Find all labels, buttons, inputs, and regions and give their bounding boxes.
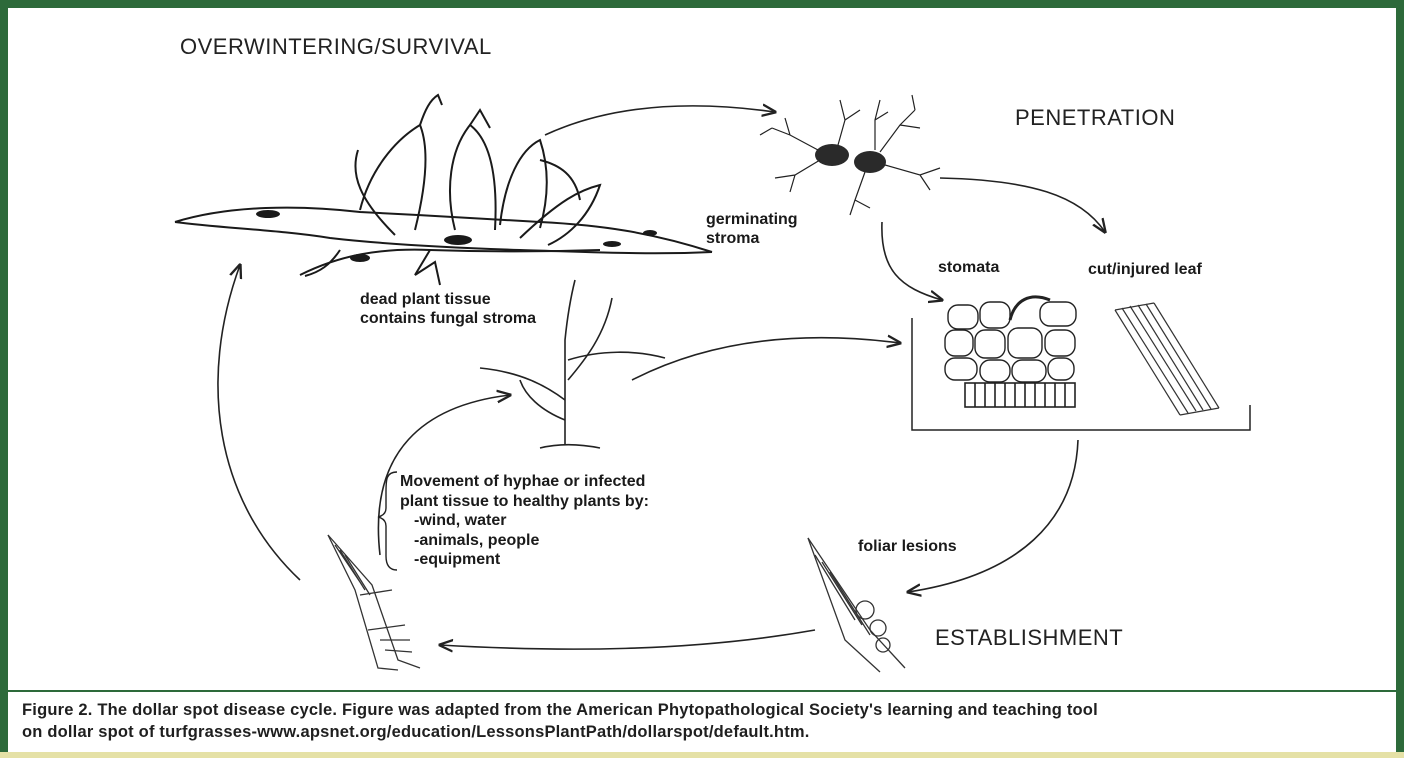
arrow-stroma-to-cut-leaf [940, 178, 1105, 232]
stomata-label: stomata [938, 258, 999, 277]
movement-item-equipment: -equipment [400, 550, 649, 570]
list-brace [378, 472, 397, 570]
dead-tissue-label: dead plant tissue contains fungal stroma [360, 290, 536, 328]
stomata-tissue-drawing [912, 297, 1250, 430]
germinating-label-line-2: stroma [706, 229, 798, 248]
arrow-plant-to-stomata [632, 338, 900, 380]
movement-item-wind-water: -wind, water [400, 511, 649, 531]
caption-line-1: Figure 2. The dollar spot disease cycle.… [22, 699, 1392, 721]
cut-leaf-label: cut/injured leaf [1088, 260, 1202, 279]
cut-leaf-drawing [1115, 303, 1219, 415]
stage-overwintering-title: OVERWINTERING/SURVIVAL [180, 34, 492, 60]
germinating-stroma-drawing [760, 95, 940, 215]
foliar-lesion-leaf-drawing [808, 538, 905, 672]
movement-item-animals-people: -animals, people [400, 531, 649, 551]
dead-plant-tissue-drawing [175, 95, 712, 285]
arrow-to-overwintering [218, 265, 300, 580]
dead-tissue-label-line-2: contains fungal stroma [360, 309, 536, 328]
arrow-survival-to-stroma [545, 106, 775, 135]
foliar-lesions-label: foliar lesions [858, 537, 957, 556]
movement-line-2: plant tissue to healthy plants by: [400, 492, 649, 512]
arrow-establishment-to-leaf [440, 630, 815, 649]
arrow-stroma-to-stomata [882, 222, 942, 300]
movement-list: Movement of hyphae or infected plant tis… [400, 472, 649, 570]
germinating-label-line-1: germinating [706, 210, 798, 229]
arrow-infection-to-establishment [908, 440, 1078, 592]
dead-tissue-label-line-1: dead plant tissue [360, 290, 536, 309]
figure-caption: Figure 2. The dollar spot disease cycle.… [22, 699, 1392, 743]
movement-line-1: Movement of hyphae or infected [400, 472, 649, 492]
stage-establishment-title: ESTABLISHMENT [935, 625, 1123, 651]
caption-line-2: on dollar spot of turfgrasses-www.apsnet… [22, 721, 1392, 743]
stage-penetration-title: PENETRATION [1015, 105, 1175, 131]
germinating-stroma-label: germinating stroma [706, 210, 798, 248]
